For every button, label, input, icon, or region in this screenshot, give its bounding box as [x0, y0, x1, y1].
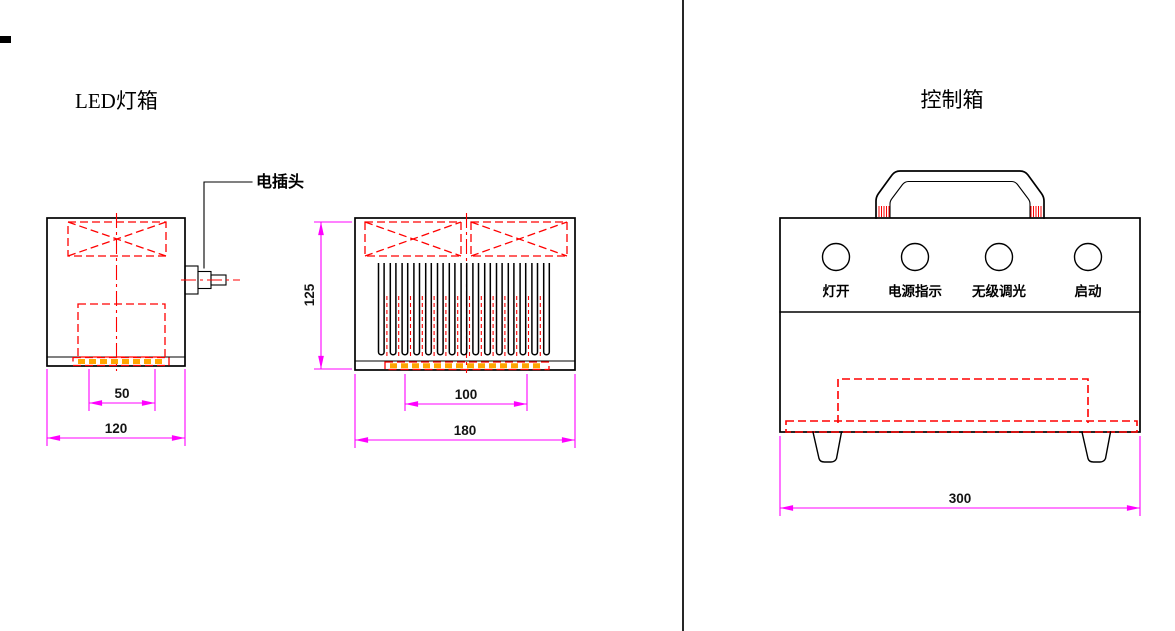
- dim-125-value: 125: [302, 283, 317, 306]
- power-plug: [181, 265, 240, 295]
- dim-180-extension-lines: [354, 374, 576, 448]
- heatsink-fins: [377, 263, 551, 356]
- dim-120-extension-lines: [46, 369, 186, 446]
- start-button: [1073, 242, 1103, 272]
- foot-left: [812, 431, 843, 463]
- dim-100-value: 100: [455, 387, 478, 402]
- plug-leader-line: [203, 181, 253, 269]
- dim-50-value: 50: [114, 386, 129, 401]
- power-indicator-label: 电源指示: [888, 283, 942, 299]
- dim-300-value: 300: [949, 491, 972, 506]
- dimension-100: 100: [404, 374, 528, 411]
- dimension-50: 50: [88, 369, 156, 411]
- front-fan-box-right: [470, 221, 568, 257]
- handle-inner: [889, 180, 1031, 219]
- led-lightbox-section: LED灯箱 电插头 50: [46, 89, 576, 448]
- led-side-view: 电插头: [46, 172, 304, 371]
- led-lightbox-title: LED灯箱: [75, 89, 158, 113]
- front-view-outline: [354, 217, 576, 371]
- front-led-strip-outline: [384, 361, 550, 371]
- handle-outer: [875, 170, 1045, 219]
- led-front-view: [354, 213, 576, 373]
- dim-120-value: 120: [105, 421, 128, 436]
- control-box-outline: [779, 217, 1141, 433]
- side-led-strip-outline: [72, 356, 170, 367]
- dimmer-knob: [984, 242, 1014, 272]
- control-panel: 灯开 电源指示 无级调光 启动: [821, 242, 1103, 299]
- hidden-inner-chassis: [837, 378, 1089, 423]
- hidden-led-tubes: [386, 296, 541, 358]
- lamp-on-label: 灯开: [823, 283, 851, 299]
- corner-mark: [0, 36, 11, 43]
- front-fan-cross-left: [364, 221, 462, 257]
- dim-180-value: 180: [454, 423, 477, 438]
- power-indicator-lamp: [900, 242, 930, 272]
- dimension-120: 120: [46, 369, 186, 446]
- dim-300-extension-lines: [779, 436, 1141, 516]
- control-box-section: 控制箱 灯开 电源指示 无级调光 启动: [779, 88, 1141, 516]
- lamp-on-button: [821, 242, 851, 272]
- front-fan-cross-right: [470, 221, 568, 257]
- carry-handle: [875, 170, 1045, 219]
- start-label: 启动: [1075, 283, 1103, 299]
- plug-label: 电插头: [256, 172, 304, 191]
- handle-hatch-right: [1030, 206, 1042, 217]
- side-hidden-module: [77, 303, 166, 358]
- dimension-300: 300: [779, 436, 1141, 516]
- control-box-title: 控制箱: [921, 88, 984, 112]
- front-fan-box-left: [364, 221, 462, 257]
- handle-hatch-left: [878, 206, 890, 217]
- dim-125-extension-lines: [314, 221, 352, 370]
- dimmer-label: 无级调光: [971, 283, 1026, 299]
- hidden-base-plate: [785, 420, 1138, 433]
- foot-right: [1081, 431, 1112, 463]
- dimension-125: 125: [302, 221, 352, 370]
- dimension-180: 180: [354, 374, 576, 448]
